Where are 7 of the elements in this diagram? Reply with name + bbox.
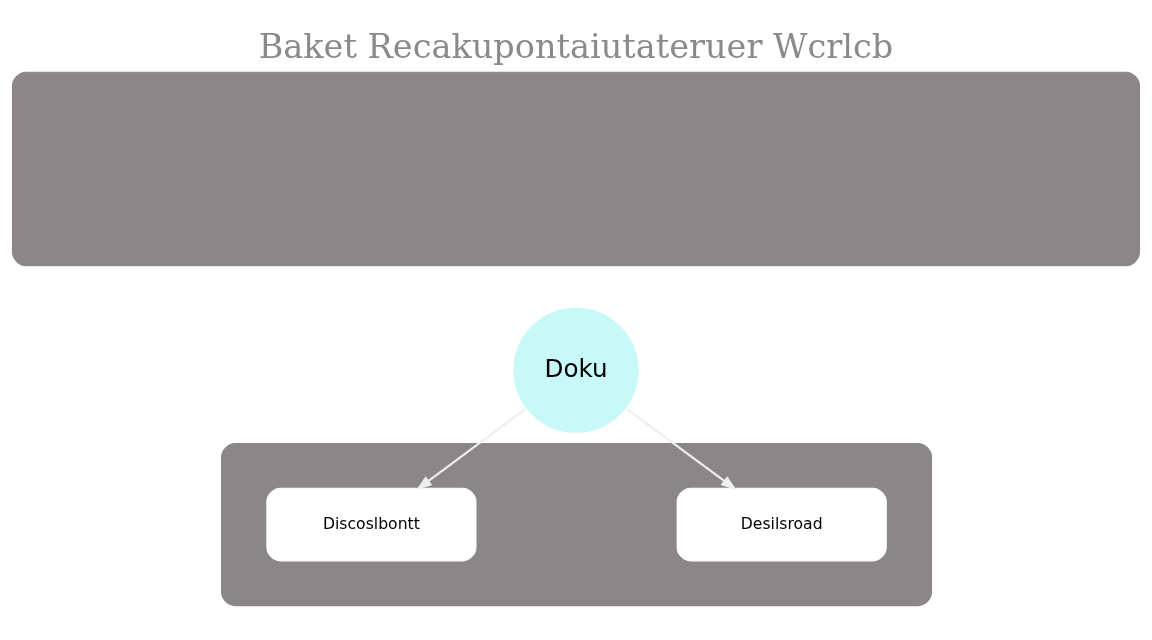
node-box: Desilsroad — [676, 487, 887, 561]
node-box: Discoslbontt — [266, 487, 477, 561]
diagram-title: Baket Recakupontaiutateruer Wcrlcb — [258, 26, 894, 66]
cluster — [221, 442, 933, 606]
node-box — [11, 71, 1140, 266]
arrow — [626, 407, 737, 490]
arrow — [416, 407, 526, 490]
